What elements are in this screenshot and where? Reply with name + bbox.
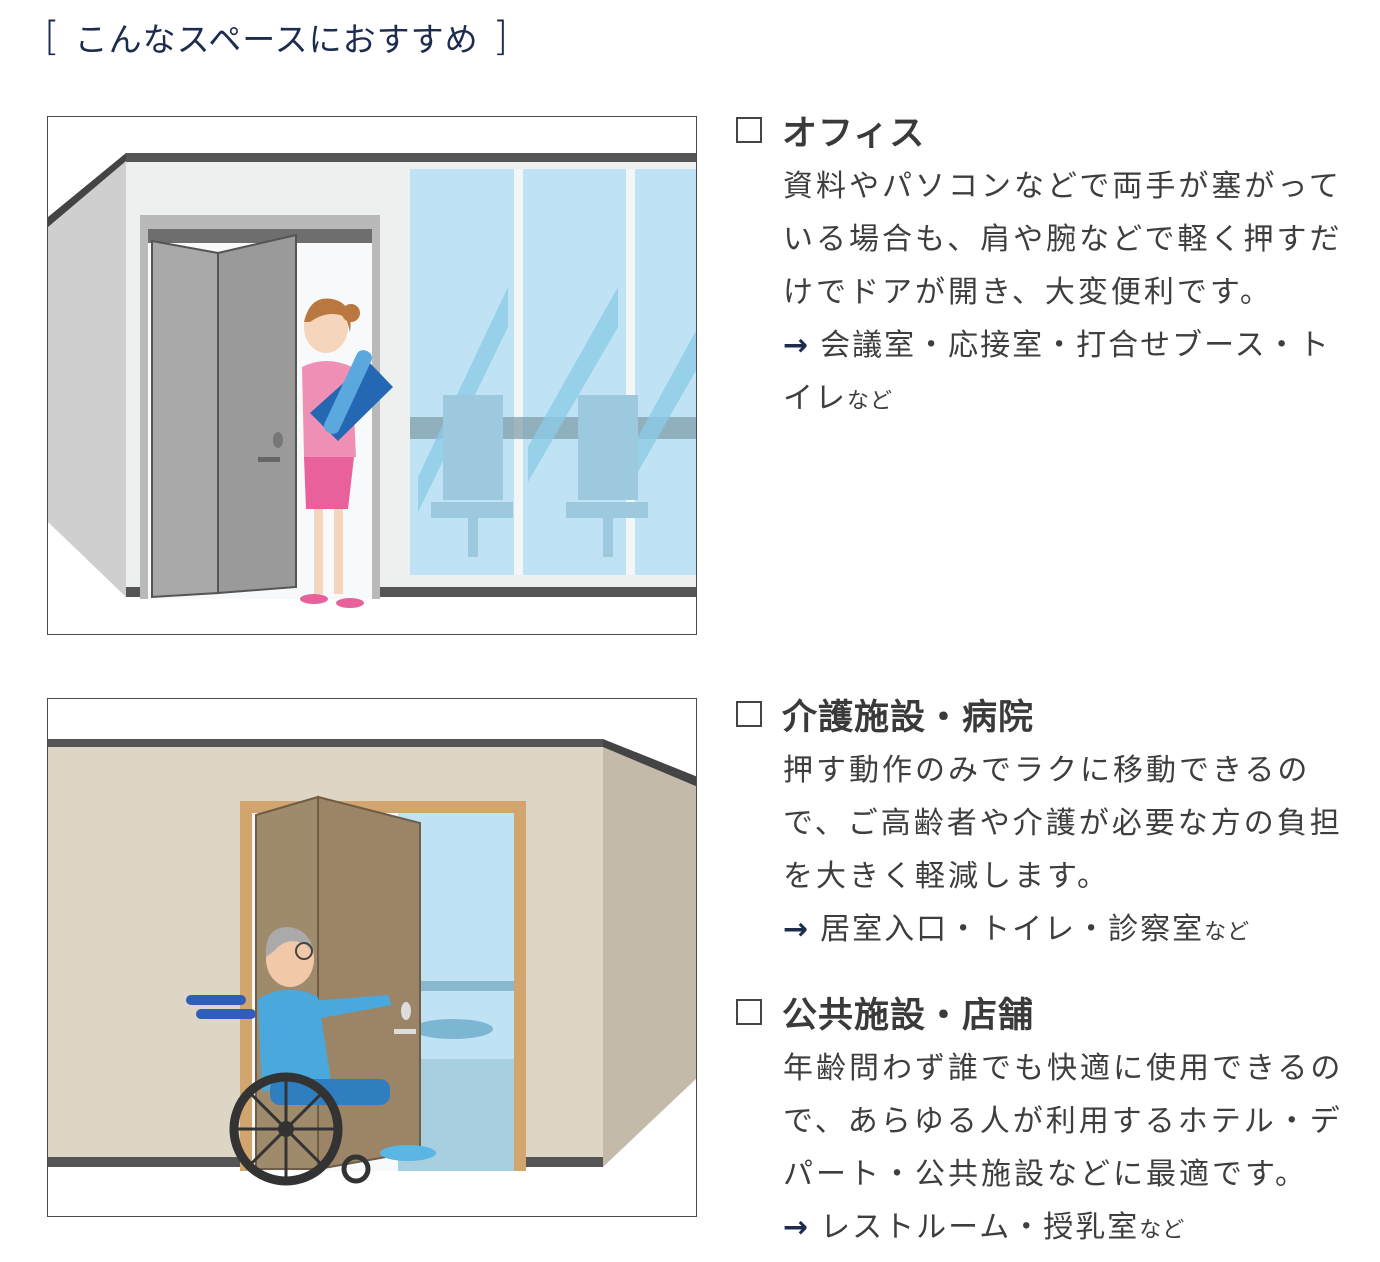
man-arm: [310, 995, 392, 1019]
section-office-title-row: オフィス: [736, 110, 1366, 154]
door-knob: [401, 1002, 411, 1020]
section-care-examples: → 居室入口・トイレ・診察室など: [783, 903, 1343, 959]
glass-reflection: [638, 330, 696, 472]
section-care-title-row: 介護施設・病院: [736, 694, 1366, 738]
ceiling-line: [126, 153, 696, 162]
man-shirt: [258, 989, 332, 1091]
woman-shoe: [300, 594, 328, 604]
toilet-seat: [413, 1019, 493, 1039]
door-head: [148, 229, 372, 243]
ceiling-line: [48, 739, 603, 747]
door-knob: [273, 432, 283, 448]
chair-back: [578, 395, 638, 500]
side-wall: [48, 157, 126, 597]
toilet-room-rail: [398, 981, 514, 991]
office-illustration: [47, 116, 697, 635]
woman-skirt: [304, 457, 354, 509]
section-office: オフィス 資料やパソコンなどで両手が塞がっている場合も、肩や腕などで軽く押すだけ…: [736, 110, 1366, 428]
heading-text: こんなスペースにおすすめ: [74, 20, 479, 59]
section-public-description: 年齢問わず誰でも快適に使用できるので、あらゆる人が利用するホテル・デパート・公共…: [783, 1051, 1344, 1192]
wheelchair-wheel: [229, 1072, 343, 1186]
section-care-title: 介護施設・病院: [782, 697, 1035, 738]
checkbox-icon: [736, 701, 762, 727]
woman-shoe: [336, 598, 364, 608]
door-handle: [258, 457, 280, 462]
side-wall-cornice: [48, 153, 126, 227]
section-public-examples-text: レストルーム・授乳室: [820, 1210, 1140, 1245]
side-wall-cornice: [603, 739, 696, 787]
floor-line: [126, 587, 696, 597]
arrow-right-icon: →: [783, 328, 811, 363]
section-public-examples: → レストルーム・授乳室など: [783, 1201, 1343, 1257]
woman-hair: [304, 298, 351, 332]
checkbox-icon: [736, 117, 762, 143]
door-handle: [394, 1029, 416, 1034]
wheelchair-spoke: [249, 1092, 323, 1166]
glass-mullion: [514, 169, 523, 575]
chair-stem: [468, 517, 478, 557]
section-care-facility: 介護施設・病院 押す動作のみでラクに移動できるので、ご高齢者や介護が必要な方の負…: [736, 694, 1366, 959]
section-public-facility: 公共施設・店舗 年齢問わず誰でも快適に使用できるので、あらゆる人が利用するホテル…: [736, 992, 1366, 1257]
section-care-description: 押す動作のみでラクに移動できるので、ご高齢者や介護が必要な方の負担を大きく軽減し…: [783, 753, 1343, 894]
man-hair: [265, 927, 314, 957]
woman-leg: [334, 509, 343, 594]
section-office-description: 資料やパソコンなどで両手が塞がっている場合も、肩や腕などで軽く押すだけでドアが開…: [783, 169, 1343, 310]
arrow-right-icon: →: [783, 912, 811, 947]
glass-mullion: [626, 169, 635, 575]
section-care-examples-suffix: など: [1204, 920, 1251, 945]
woman-hair-bun: [342, 304, 360, 322]
heading-bracket-close: ]: [492, 14, 510, 60]
woman-leg: [314, 509, 323, 594]
section-office-title: オフィス: [782, 113, 926, 154]
care-facility-illustration: [47, 698, 697, 1217]
side-wall: [603, 745, 696, 1167]
section-office-examples-text: 会議室・応接室・打合せブース・トイレ: [783, 328, 1331, 416]
folding-door-right-panel: [217, 233, 297, 595]
wheelchair-caster: [341, 1154, 371, 1184]
section-public-title-row: 公共施設・店舗: [736, 992, 1366, 1036]
man-glasses: [295, 942, 313, 960]
section-public-examples-suffix: など: [1139, 1218, 1186, 1243]
rolled-papers: [324, 350, 372, 434]
section-office-examples-suffix: など: [847, 389, 894, 414]
section-heading: [ こんなスペースにおすすめ ]: [44, 14, 509, 60]
glass-reflection: [528, 287, 618, 482]
section-public-title: 公共施設・店舗: [782, 995, 1035, 1036]
section-care-examples-text: 居室入口・トイレ・診察室: [820, 912, 1205, 947]
man-slippers: [380, 1145, 436, 1161]
office-scene-drawing: [48, 153, 696, 608]
checkbox-icon: [736, 999, 762, 1025]
section-office-examples: →会議室・応接室・打合せブース・トイレなど: [783, 319, 1343, 428]
heading-bracket-open: [: [44, 14, 61, 60]
wheelchair-handle: [196, 1009, 256, 1019]
arrow-right-icon: →: [783, 1210, 811, 1245]
chair-seat: [566, 502, 648, 518]
wheelchair-handle: [186, 995, 246, 1005]
care-scene-drawing: [48, 739, 696, 1186]
chair-seat: [431, 502, 513, 518]
chair-back: [443, 395, 503, 500]
chair-stem: [603, 517, 613, 557]
folding-door-left-panel: [151, 239, 219, 599]
man-legs: [270, 1079, 390, 1105]
